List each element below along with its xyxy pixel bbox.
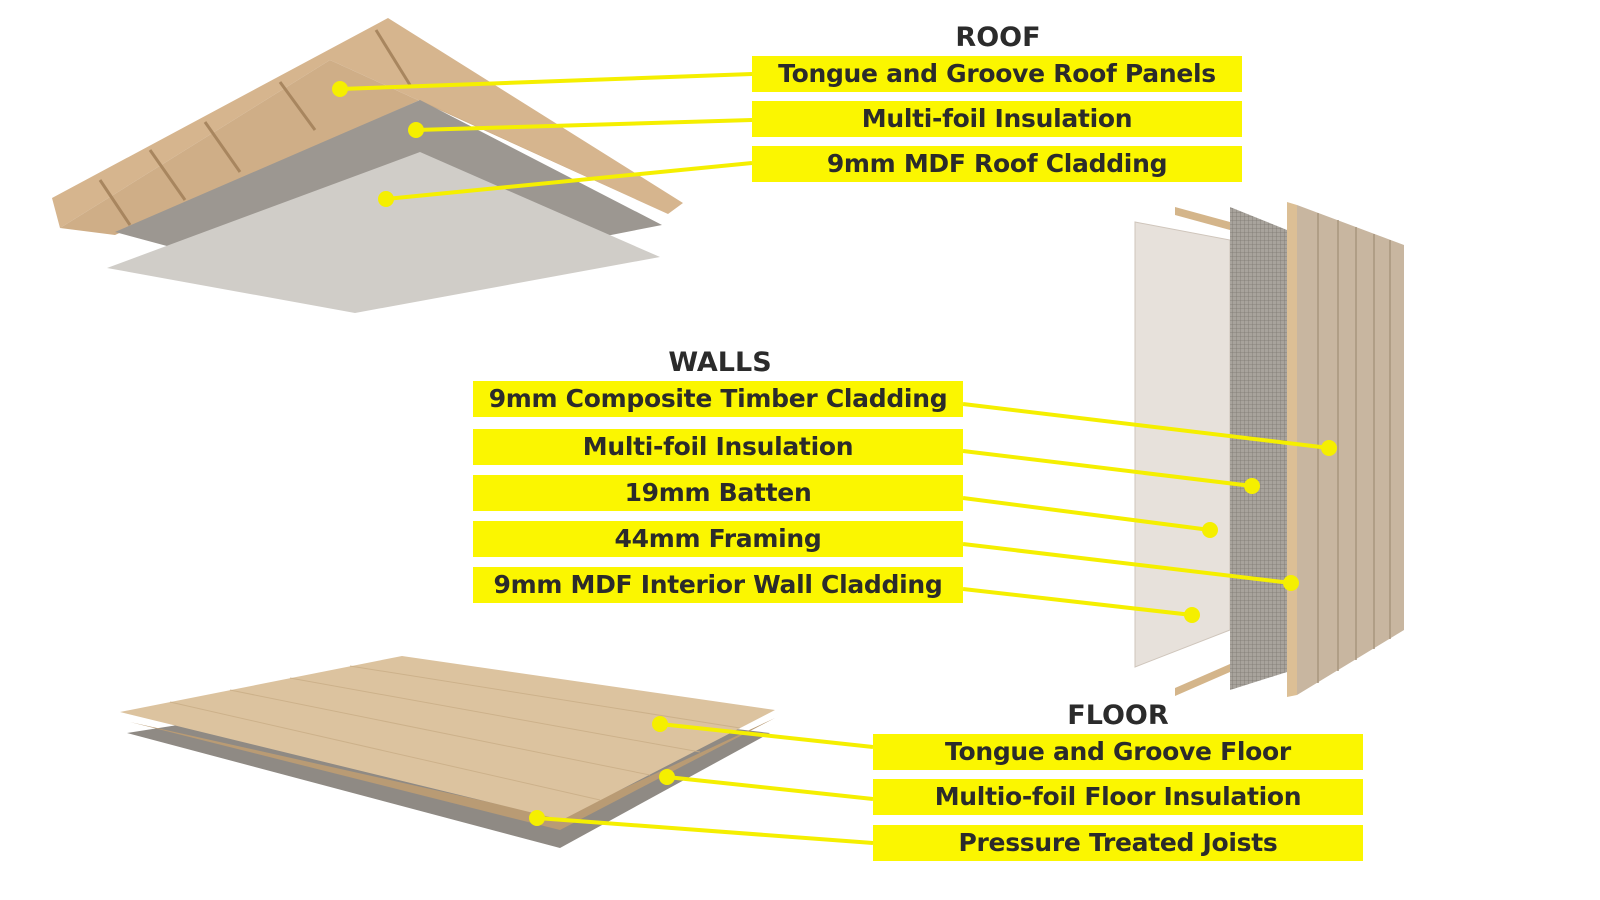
walls-label-cladding: 9mm Composite Timber Cladding: [473, 381, 963, 417]
roof-label-cladding: 9mm MDF Roof Cladding: [752, 146, 1242, 182]
floor-label-floor: Tongue and Groove Floor: [873, 734, 1363, 770]
walls-label-insulation: Multi-foil Insulation: [473, 429, 963, 465]
wall-cladding: [1297, 205, 1404, 695]
roof-label-panels: Tongue and Groove Roof Panels: [752, 56, 1242, 92]
floor-illustration: [120, 656, 775, 848]
walls-label-framing: 44mm Framing: [473, 521, 963, 557]
roof-joists: [98, 29, 412, 226]
wall-mdf-panel: [1134, 221, 1231, 668]
floor-label-insulation: Multio-foil Floor Insulation: [873, 779, 1363, 815]
roof-illustration: [52, 18, 683, 313]
walls-title: WALLS: [668, 347, 772, 378]
roof-label-insulation: Multi-foil Insulation: [752, 101, 1242, 137]
roof-panels: [52, 18, 683, 228]
floor-label-joists: Pressure Treated Joists: [873, 825, 1363, 861]
walls-label-batten: 19mm Batten: [473, 475, 963, 511]
wall-insulation: [1230, 207, 1287, 690]
wall-illustration: [1134, 202, 1404, 697]
roof-mdf-cladding: [107, 152, 660, 313]
roof-title: ROOF: [955, 22, 1041, 53]
floor-deck: [120, 656, 775, 820]
floor-joists: [130, 718, 775, 830]
leader-lines: [332, 72, 1337, 845]
wall-cladding-edge: [1287, 202, 1297, 697]
walls-label-mdf: 9mm MDF Interior Wall Cladding: [473, 567, 963, 603]
floor-title: FLOOR: [1067, 700, 1169, 731]
